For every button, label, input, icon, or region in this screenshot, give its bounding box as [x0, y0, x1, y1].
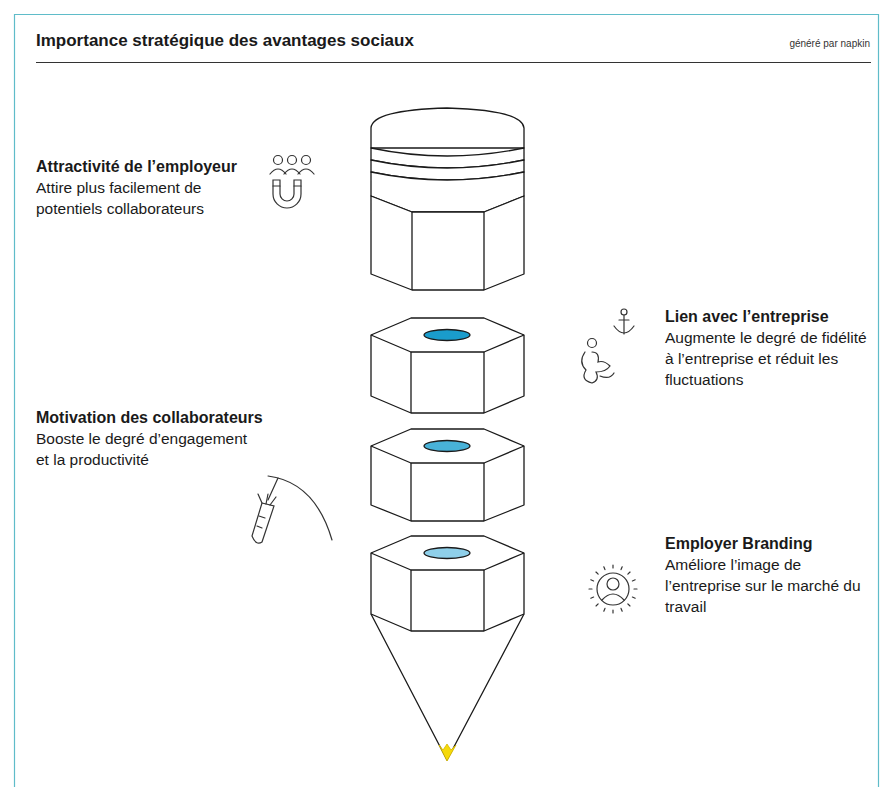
carrot-stick-icon — [252, 476, 332, 543]
cap-edge — [483, 212, 484, 290]
ray — [595, 571, 599, 575]
title-rule — [36, 62, 871, 63]
callout-heading: Motivation des collaborateurs — [36, 407, 264, 428]
callout-body: Augmente le degré de fidélité à l’entrep… — [665, 327, 875, 390]
callout-body: Booste le degré d’engagement et la produ… — [36, 428, 264, 470]
people-magnet-icon — [270, 156, 314, 209]
hex-edge — [483, 570, 484, 631]
callout-block: Motivation des collaborateursBooste le d… — [36, 407, 264, 470]
hex-segment — [371, 536, 524, 631]
hex-segment — [371, 318, 524, 413]
hex-segment — [371, 429, 524, 521]
ray — [612, 563, 613, 568]
callout-body: Attire plus facilement de potentiels col… — [36, 177, 264, 219]
frame — [15, 15, 879, 787]
pencil-cone — [371, 614, 524, 760]
hex-hole — [424, 441, 470, 452]
ray — [628, 604, 632, 608]
hex-hole — [424, 330, 470, 341]
callout-heading: Attractivité de l’employeur — [36, 156, 264, 177]
ray — [603, 608, 605, 613]
callout-block: Lien avec l’entrepriseAugmente le degré … — [665, 306, 875, 390]
cap-top — [371, 108, 524, 148]
ray — [621, 608, 623, 613]
ray — [587, 588, 592, 589]
hex-edge — [483, 352, 484, 413]
anchor-person-icon — [582, 309, 634, 383]
callout-body: Améliore l’image de l’entreprise sur le … — [665, 554, 875, 617]
hex-edge — [410, 352, 411, 413]
hex-hole — [424, 548, 470, 559]
pencil-tip — [439, 744, 456, 761]
diagram-title: Importance stratégique des avantages soc… — [36, 31, 414, 51]
ray — [621, 565, 623, 570]
ray — [632, 597, 637, 599]
callout-block: Employer BrandingAméliore l’image de l’e… — [665, 533, 875, 617]
watermark-label: généré par napkin — [789, 38, 870, 49]
hex-edge — [410, 463, 411, 521]
pencil — [371, 108, 524, 760]
hex-edge — [483, 463, 484, 521]
ray — [612, 610, 613, 615]
ray — [589, 597, 594, 599]
cap-edge — [411, 212, 412, 290]
callout-heading: Lien avec l’entreprise — [665, 306, 875, 327]
ray — [595, 604, 599, 608]
ray — [603, 565, 605, 570]
person-spotlight-icon — [587, 563, 639, 615]
ray — [632, 579, 637, 581]
hex-edge — [410, 570, 411, 631]
cap-body — [371, 196, 524, 290]
callout-block: Attractivité de l’employeurAttire plus f… — [36, 156, 264, 219]
ray — [628, 571, 632, 575]
ray — [634, 588, 639, 589]
callout-heading: Employer Branding — [665, 533, 875, 554]
ray — [589, 579, 594, 581]
